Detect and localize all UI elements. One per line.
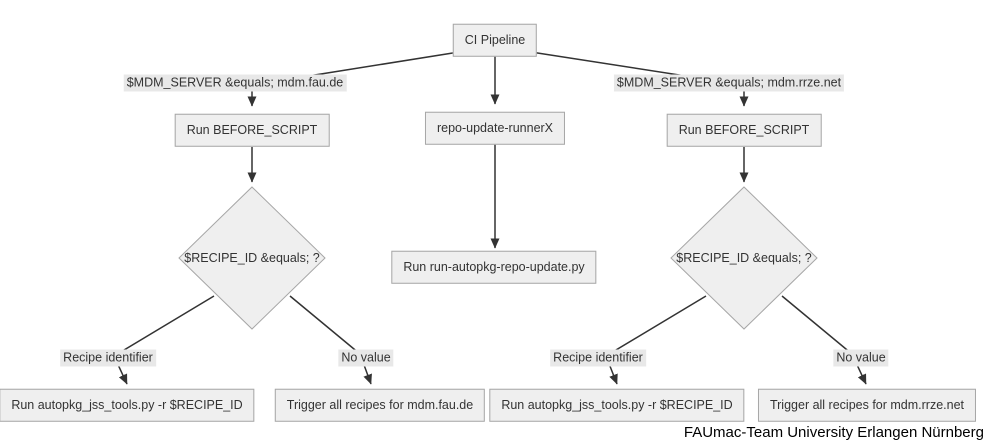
- node-trigger-fau: Trigger all recipes for mdm.fau.de: [274, 388, 486, 422]
- edge-label-no-value-left: No value: [338, 349, 394, 367]
- decision-text-right: $RECIPE_ID &equals; ?: [676, 251, 812, 265]
- edge-decision-right-to-trigger-rrze: [781, 295, 867, 385]
- edge-decision-right-to-autopkg: [605, 295, 707, 385]
- node-trigger-rrze: Trigger all recipes for mdm.rrze.net: [757, 388, 977, 422]
- node-before-script-left: Run BEFORE_SCRIPT: [174, 113, 330, 147]
- decision-text-left: $RECIPE_ID &equals; ?: [184, 251, 320, 265]
- decision-diamond-right: [670, 186, 818, 330]
- edge-label-recipe-identifier-right: Recipe identifier: [550, 349, 646, 367]
- edge-label-no-value-right: No value: [833, 349, 889, 367]
- node-autopkg-right: Run autopkg_jss_tools.py -r $RECIPE_ID: [489, 388, 745, 422]
- node-ci-pipeline: CI Pipeline: [452, 23, 538, 57]
- edge-decision-left-to-trigger-fau: [289, 295, 372, 385]
- decision-diamond-left: [178, 186, 326, 330]
- node-repo-update-runner: repo-update-runnerX: [424, 111, 566, 145]
- edge-decision-left-to-autopkg: [113, 295, 215, 385]
- node-autopkg-left: Run autopkg_jss_tools.py -r $RECIPE_ID: [0, 388, 255, 422]
- edge-label-mdm-fau-condition: $MDM_SERVER &equals; mdm.fau.de: [123, 74, 347, 92]
- node-before-script-right: Run BEFORE_SCRIPT: [666, 113, 822, 147]
- footer-credit: FAUmac-Team University Erlangen Nürnberg: [683, 424, 984, 441]
- edge-label-recipe-identifier-left: Recipe identifier: [60, 349, 156, 367]
- edge-label-mdm-rrze-condition: $MDM_SERVER &equals; mdm.rrze.net: [613, 74, 845, 92]
- node-run-repo-update: Run run-autopkg-repo-update.py: [391, 250, 597, 284]
